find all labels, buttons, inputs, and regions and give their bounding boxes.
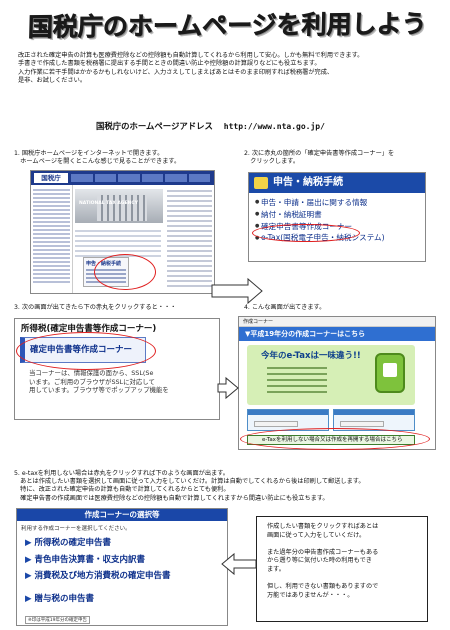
homepage-address: 国税庁のホームページアドレス http://www.nta.go.jp/	[96, 120, 325, 132]
note-line: また過年分の申告書作成コーナーもある	[267, 548, 379, 556]
intro-text: 改正された確定申告の計算も医療費控除などの控除額も自動計算してくれるから利用して…	[18, 52, 438, 86]
step-4-text: 4. こんな画面が出てきます。	[244, 304, 325, 312]
triangle-icon: ▶	[25, 538, 32, 548]
highlight-circle	[16, 332, 156, 370]
address-label: 国税庁のホームページアドレス	[96, 121, 213, 131]
note-line: 但し、利用できない書類もありますので	[267, 583, 379, 591]
note-line: 作成したい書類をクリックすればあとは	[267, 523, 379, 530]
step-line: 1. 国税庁ホームページをインターネットで開きます。	[14, 150, 164, 157]
etax-promo: 今年のe-Taxは一味違う!!	[247, 345, 415, 405]
notice-line: います。ご利用のブラウザがSSLに対応して	[29, 377, 155, 386]
highlight-circle	[94, 254, 156, 290]
menu-item[interactable]: 申告・申請・届出に関する情報	[255, 197, 425, 209]
triangle-icon: ▶	[25, 554, 32, 565]
intro-line: 入力作業に若干手間はかかるかもしれないけど、入力さえしてしまえばあとはそのまま印…	[18, 68, 334, 76]
note-line: 万能ではありませんが・・・。	[267, 591, 354, 599]
highlight-circle	[240, 428, 430, 450]
arrow-step3-to-step4	[217, 376, 239, 400]
selection-title: 作成コーナーの選択等	[17, 509, 227, 521]
note-line: ます。	[267, 565, 285, 573]
screenshot-etax-screen: 作成コーナー ▼平成19年分の作成コーナーはこちら 今年のe-Taxは一味違う!…	[238, 316, 436, 450]
menu-item[interactable]: 納付・納税証明書	[255, 209, 425, 221]
intro-line: 手書きで作成した書類を税務署に提出する手間とときの間違い防止や控除額の計算誤りな…	[18, 60, 321, 68]
highlight-circle	[252, 224, 360, 242]
global-nav	[71, 174, 210, 182]
menu-heading-label: 申告・納税手続	[273, 177, 343, 188]
step-line: ホームページを開くとこんな感じで見ることができます。	[14, 158, 181, 166]
step-line: 3. 次の画面が出てきたら下の赤丸をクリックすると・・・	[14, 304, 177, 311]
notice-line: 用しています。ブラウザ等でポップアップ機能を	[29, 386, 169, 395]
note-line: 画面に従って入力をしていくだけ。	[267, 531, 366, 539]
etax-topbar: 作成コーナー	[239, 317, 435, 327]
banner-text: NATIONAL TAX AGENCY	[79, 201, 138, 206]
step-line: 5. e-taxを利用しない場合は赤丸をクリックすれば下のような画面が出ます。	[14, 470, 229, 477]
step-line: 2. 次に赤丸の箇所の「確定申告書等作成コーナー」を	[244, 150, 395, 157]
screenshot-corner-selection: 作成コーナーの選択等 利用する作成コーナーを選択してください。 ▶所得税の確定申…	[16, 508, 228, 626]
triangle-icon: ▶	[25, 593, 32, 604]
corner-title: 所得税(確定申告書等作成コーナー)	[21, 324, 157, 334]
form-item[interactable]: ▶所得税の確定申告書	[25, 538, 112, 548]
form-item[interactable]: ▶贈与税の申告書	[25, 593, 95, 604]
step-line: クリックします。	[244, 158, 300, 166]
note-line: から遡り等に気付いた時の利用もでき	[267, 557, 372, 565]
notice-line: 当コーナーは、情報保護の面から、SSL(Se	[29, 369, 154, 377]
step-1-text: 1. 国税庁ホームページをインターネットで開きます。 ホームページを開くとこんな…	[14, 150, 180, 166]
form-note: ※印は平成19年分の確定申告	[25, 616, 90, 624]
etax-banner[interactable]: ▼平成19年分の作成コーナーはこちら	[239, 327, 435, 341]
etax-option-right[interactable]	[333, 409, 415, 431]
screenshot-tax-menu: 申告・納税手続 申告・申請・届出に関する情報 納付・納税証明書 確定申告書等作成…	[248, 172, 426, 262]
step-3-text: 3. 次の画面が出てきたら下の赤丸をクリックすると・・・	[14, 304, 176, 312]
arrow-step1-to-step2	[211, 277, 263, 305]
step-2-text: 2. 次に赤丸の箇所の「確定申告書等作成コーナー」を クリックします。	[244, 150, 394, 166]
nta-logo: 国税庁	[34, 173, 68, 183]
selection-subtitle: 利用する作成コーナーを選択してください。	[21, 526, 131, 532]
form-item[interactable]: ▶青色申告決算書・収支内訳書	[25, 554, 146, 565]
step-5-text: 5. e-taxを利用しない場合は赤丸をクリックすれば下のような画面が出ます。 …	[14, 470, 365, 503]
etax-catchphrase: 今年のe-Taxは一味違う!!	[261, 351, 361, 361]
step-line: 4. こんな画面が出てきます。	[244, 304, 326, 311]
step-line: 確定申告書の作成画面では医療費控除などの控除額も自動で計算してくれますから間違い…	[14, 494, 329, 502]
menu-heading: 申告・納税手続	[249, 173, 425, 193]
ssl-notice: 当コーナーは、情報保護の面から、SSL(Se います。ご利用のブラウザがSSLに…	[29, 369, 169, 395]
etax-mascot	[375, 353, 405, 393]
right-news	[167, 187, 212, 291]
page-title: 国税庁のホームページを利用しよう	[27, 9, 428, 42]
intro-line: 改正された確定申告の計算も医療費控除などの控除額も自動計算してくれるから利用して…	[18, 52, 364, 59]
explanation-box: 作成したい書類をクリックすればあとは 画面に従って入力をしていくだけ。 また過年…	[256, 516, 428, 622]
step-line: 特に、改正された確定申告の計算も自動で計算してくれるからとても便利。	[14, 486, 230, 494]
left-menu	[31, 185, 73, 293]
building-banner: NATIONAL TAX AGENCY	[75, 189, 163, 223]
address-url[interactable]: http://www.nta.go.jp/	[223, 122, 325, 131]
form-list: ▶所得税の確定申告書 ▶青色申告決算書・収支内訳書 ▶消費税及び地方消費税の確定…	[25, 535, 227, 607]
form-item[interactable]: ▶消費税及び地方消費税の確定申告書	[25, 571, 171, 581]
triangle-icon: ▶	[25, 571, 32, 581]
intro-line: 是非、お試しください。	[18, 77, 87, 85]
site-header: 国税庁	[31, 171, 214, 185]
folder-icon	[254, 177, 268, 189]
step-line: あとは作成したい書類を選択して画面に従って入力をしていくだけ。計算は自動でしてく…	[14, 478, 365, 486]
